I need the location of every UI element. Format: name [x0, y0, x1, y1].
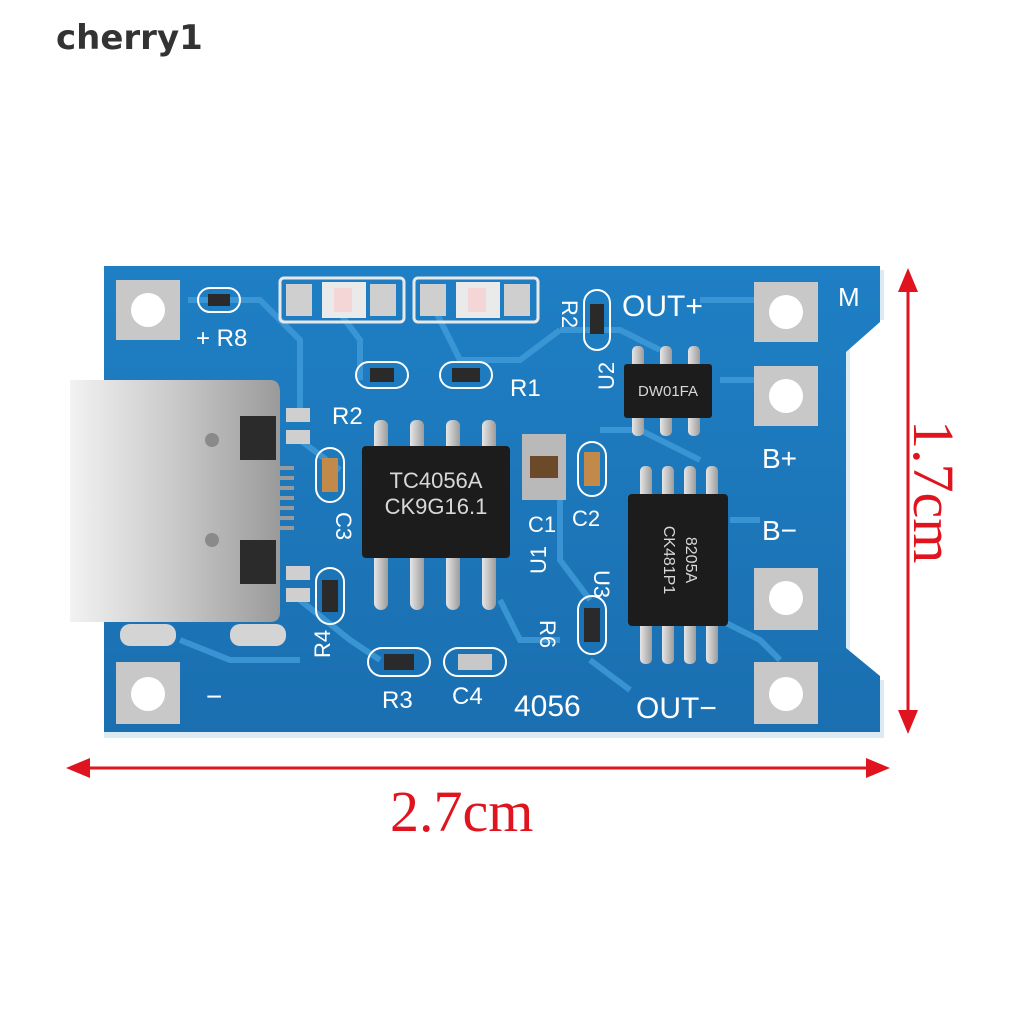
label-c4: C4 — [452, 683, 483, 710]
height-dimension-label: 1.7cm — [901, 420, 966, 564]
label-c3: C3 — [331, 512, 356, 540]
capacitor-c1 — [522, 434, 566, 500]
ic-main-line1: TC4056A — [390, 468, 483, 493]
label-b-plus: B+ — [762, 443, 797, 474]
label-b-minus: B− — [762, 515, 797, 546]
status-leds — [278, 276, 540, 324]
ic-mosfet-line2: CK481P1 — [660, 526, 677, 595]
ic-8205a — [628, 466, 728, 664]
label-u3: U3 — [589, 570, 614, 598]
label-r6: R6 — [535, 620, 560, 648]
usb-c-connector — [70, 380, 310, 646]
label-out-plus: OUT+ — [622, 290, 703, 323]
label-m: M — [838, 282, 860, 312]
label-r4: R4 — [310, 630, 335, 658]
watermark-text: cherry1 — [56, 18, 203, 58]
label-r2-left: R2 — [332, 403, 363, 430]
ic-dw01fa — [624, 346, 712, 436]
mounting-pads — [116, 280, 818, 724]
label-r3: R3 — [382, 687, 413, 714]
label-minus: − — [206, 681, 222, 712]
label-model: 4056 — [514, 690, 581, 723]
label-r1: R1 — [510, 375, 541, 402]
label-out-minus: OUT− — [636, 692, 717, 725]
label-c2: C2 — [572, 506, 600, 531]
label-c1: C1 — [528, 512, 556, 537]
smd-components — [197, 287, 611, 677]
width-dimension-label: 2.7cm — [390, 779, 534, 844]
ic-tc4056a — [362, 420, 510, 610]
label-u2: U2 — [594, 362, 619, 390]
label-r8: + R8 — [196, 325, 247, 352]
label-r2-top: R2 — [557, 300, 582, 328]
height-dimension-arrow — [898, 268, 918, 734]
ic-main-line2: CK9G16.1 — [385, 494, 488, 519]
width-dimension-arrow — [66, 758, 890, 778]
ic-protect-label: DW01FA — [638, 383, 698, 400]
ic-mosfet-line1: 8205A — [682, 537, 699, 584]
label-u1: U1 — [526, 546, 551, 574]
